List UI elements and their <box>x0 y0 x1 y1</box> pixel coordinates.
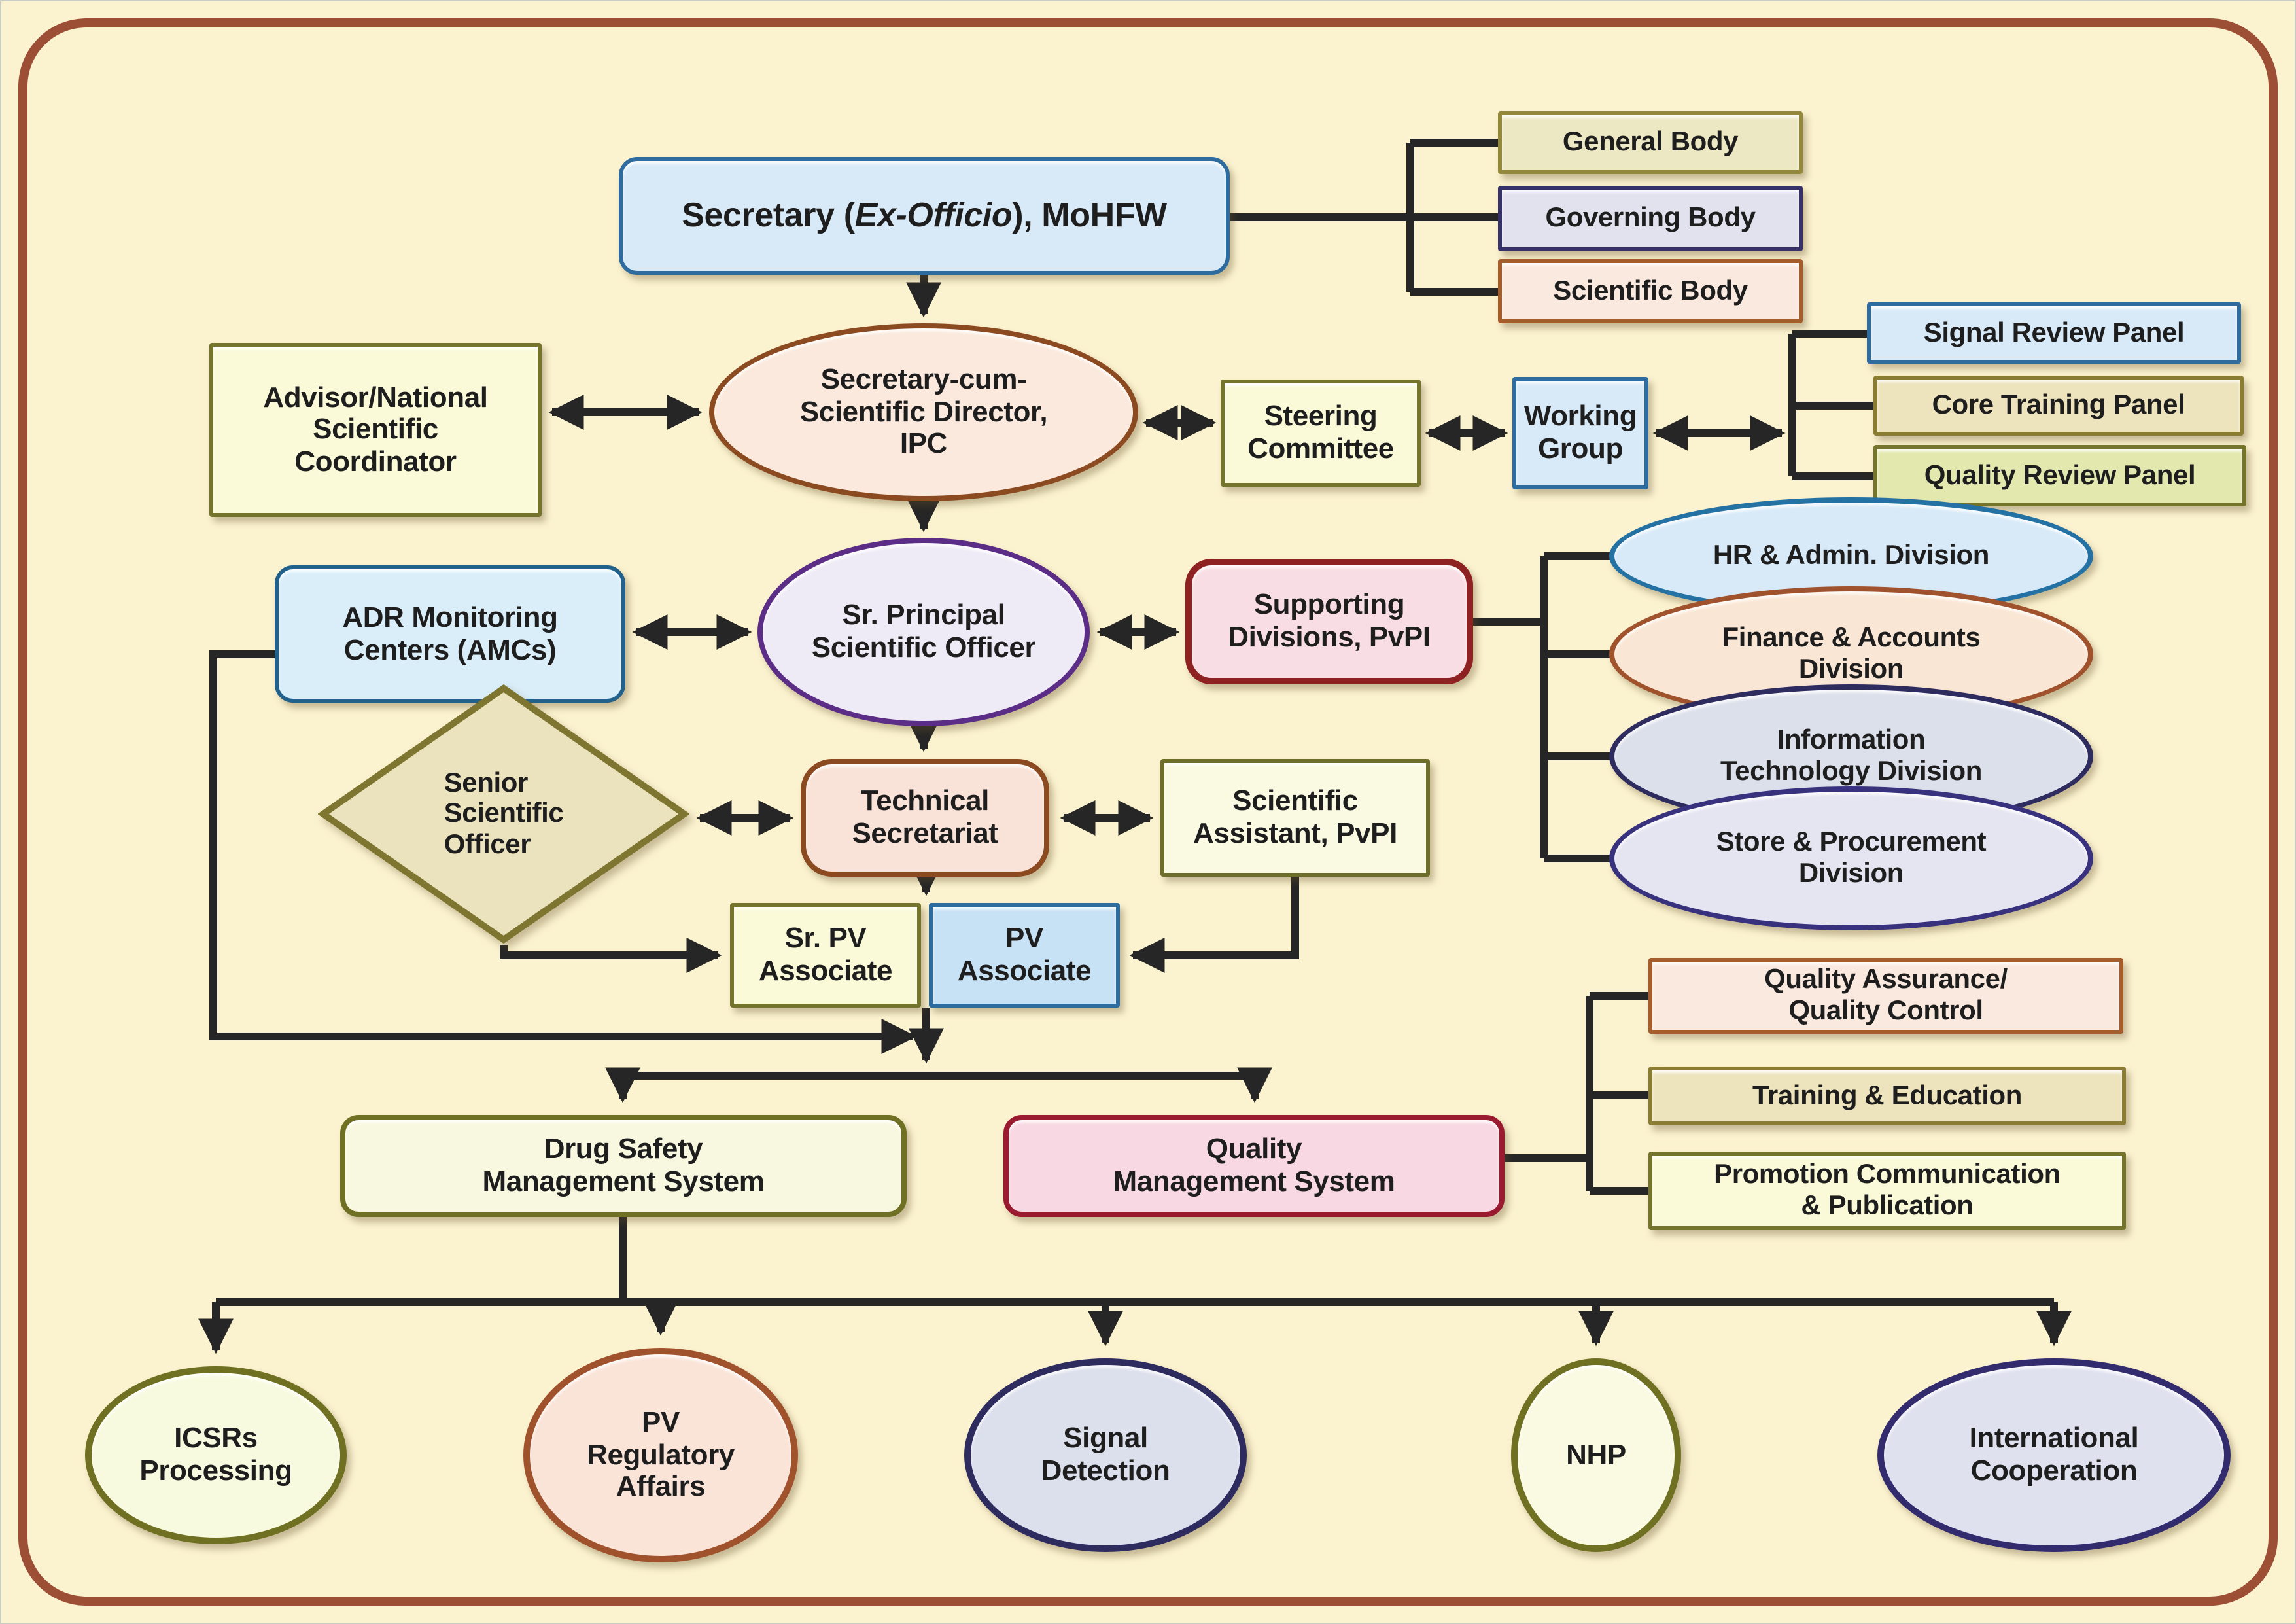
diamond-shape <box>318 684 689 944</box>
training-education-box: Training & Education <box>1648 1067 2126 1125</box>
promotion-publication-box: Promotion Communication & Publication <box>1648 1152 2126 1230</box>
secretary-mohfw-label: Secretary (Ex-Officio), MoHFW <box>682 195 1167 235</box>
quality-review-panel-box: Quality Review Panel <box>1873 445 2246 506</box>
supporting-divisions-label: Supporting Divisions, PvPI <box>1228 588 1431 653</box>
signal-detection-label: Signal Detection <box>1041 1421 1170 1487</box>
qa-qc-label: Quality Assurance/ Quality Control <box>1764 964 2008 1026</box>
governing-body-label: Governing Body <box>1545 203 1756 234</box>
pv-associate-label: PV Associate <box>957 921 1092 987</box>
drug-safety-ms-label: Drug Safety Management System <box>482 1132 765 1197</box>
senior-scientific-officer-label: Senior Scientific Officer <box>444 768 564 860</box>
hr-admin-division-label: HR & Admin. Division <box>1713 540 1990 571</box>
pv-regulatory-affairs-label: PV Regulatory Affairs <box>587 1405 735 1503</box>
adr-centers-box: ADR Monitoring Centers (AMCs) <box>275 565 625 703</box>
quality-review-panel-label: Quality Review Panel <box>1924 460 2196 491</box>
international-cooperation-ellipse: International Cooperation <box>1877 1358 2231 1552</box>
quality-ms-label: Quality Management System <box>1113 1132 1395 1197</box>
core-training-panel-box: Core Training Panel <box>1873 376 2244 436</box>
icsrs-processing-ellipse: ICSRs Processing <box>85 1366 347 1544</box>
sr-pv-associate-label: Sr. PV Associate <box>758 921 893 987</box>
scientific-assistant-label: Scientific Assistant, PvPI <box>1193 784 1397 849</box>
it-division-label: Information Technology Division <box>1720 725 1982 786</box>
finance-accounts-division-label: Finance & Accounts Division <box>1722 623 1981 684</box>
sr-pv-associate-box: Sr. PV Associate <box>730 903 921 1008</box>
scientific-body-box: Scientific Body <box>1498 259 1803 323</box>
steering-committee-label: Steering Committee <box>1247 399 1394 465</box>
working-group-box: Working Group <box>1512 377 1648 489</box>
advisor-coordinator-label: Advisor/National Scientific Coordinator <box>263 380 488 478</box>
international-cooperation-label: International Cooperation <box>1969 1421 2139 1487</box>
general-body-box: General Body <box>1498 111 1803 174</box>
arrow-diamond-srpv <box>500 938 722 973</box>
technical-secretariat-label: Technical Secretariat <box>852 784 998 849</box>
training-education-label: Training & Education <box>1752 1080 2022 1111</box>
signal-detection-ellipse: Signal Detection <box>964 1358 1247 1552</box>
promotion-publication-label: Promotion Communication & Publication <box>1714 1159 2061 1221</box>
qa-qc-box: Quality Assurance/ Quality Control <box>1648 958 2123 1034</box>
technical-secretariat-box: Technical Secretariat <box>801 759 1049 877</box>
supporting-divisions-box: Supporting Divisions, PvPI <box>1185 559 1473 684</box>
general-body-label: General Body <box>1562 127 1739 158</box>
nhp-ellipse: NHP <box>1511 1358 1681 1552</box>
core-training-panel-label: Core Training Panel <box>1932 390 2185 421</box>
scientific-assistant-box: Scientific Assistant, PvPI <box>1160 759 1430 877</box>
ipc-director-label: Secretary-cum- Scientific Director, IPC <box>799 362 1048 460</box>
adr-centers-label: ADR Monitoring Centers (AMCs) <box>342 600 558 665</box>
store-procurement-division-label: Store & Procurement Division <box>1716 827 1987 889</box>
advisor-coordinator-box: Advisor/National Scientific Coordinator <box>209 343 542 517</box>
icsrs-processing-label: ICSRs Processing <box>139 1421 292 1487</box>
nhp-label: NHP <box>1566 1438 1626 1471</box>
governing-body-box: Governing Body <box>1498 186 1803 251</box>
pv-associate-box: PV Associate <box>929 903 1120 1008</box>
senior-scientific-officer-diamond: Senior Scientific Officer <box>318 683 689 945</box>
working-group-label: Working Group <box>1523 399 1637 465</box>
scientific-body-label: Scientific Body <box>1553 275 1748 306</box>
secretary-mohfw-box: Secretary (Ex-Officio), MoHFW <box>619 157 1230 275</box>
pv-regulatory-affairs-ellipse: PV Regulatory Affairs <box>523 1348 798 1562</box>
steering-committee-box: Steering Committee <box>1221 380 1421 487</box>
sr-principal-so-label: Sr. Principal Scientific Officer <box>811 598 1036 663</box>
arrow-sciassist-pv <box>1129 877 1299 973</box>
store-procurement-division-ellipse: Store & Procurement Division <box>1609 786 2093 930</box>
signal-review-panel-box: Signal Review Panel <box>1867 302 2241 364</box>
signal-review-panel-label: Signal Review Panel <box>1923 317 2185 348</box>
quality-ms-box: Quality Management System <box>1003 1115 1505 1217</box>
ipc-director-ellipse: Secretary-cum- Scientific Director, IPC <box>709 323 1138 501</box>
drug-safety-ms-box: Drug Safety Management System <box>340 1115 907 1217</box>
sr-principal-so-ellipse: Sr. Principal Scientific Officer <box>757 538 1090 726</box>
arrow-adr-junction <box>209 650 917 1054</box>
